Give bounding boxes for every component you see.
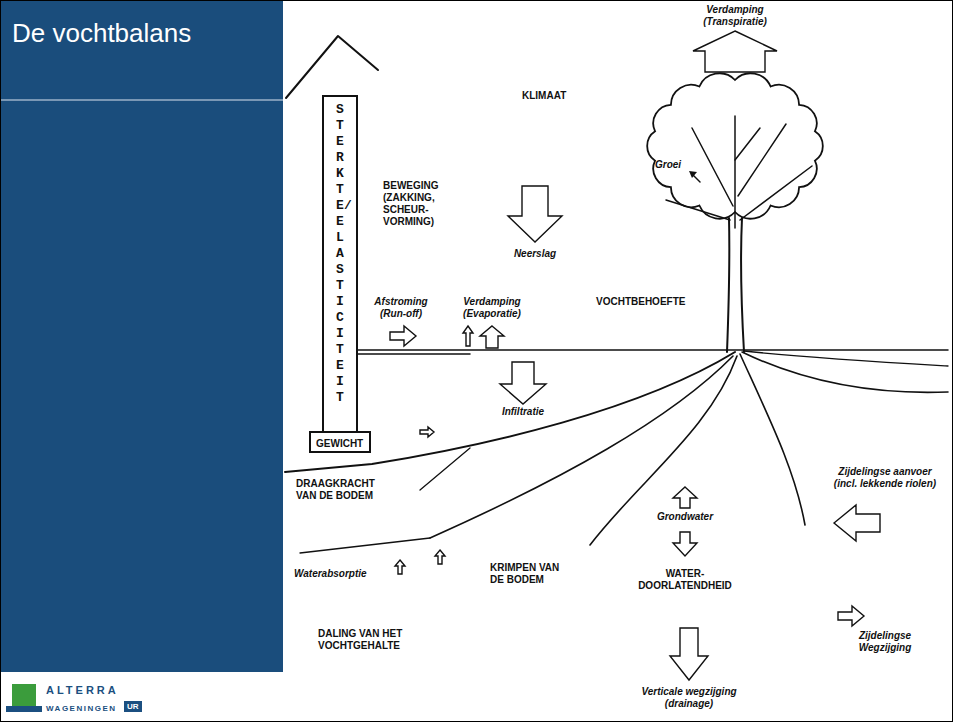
logo-text: WAGENINGEN <box>46 703 117 715</box>
tree-root <box>744 351 948 366</box>
roof-line <box>286 36 378 98</box>
evaporation-arrow <box>463 326 473 346</box>
tree-root <box>742 352 948 392</box>
title-rule <box>0 100 283 101</box>
factor-label: DRAAGKRACHT VAN DE BODEM <box>296 478 388 502</box>
vertical-label: STERKTE/ELASTICITEIT <box>336 102 344 406</box>
tree-branch <box>692 128 733 206</box>
factor-label: DALING VAN HET VOCHTGEHALTE <box>318 628 418 652</box>
flow-label: Zijdelingse aanvoer (incl. lekkende riol… <box>830 466 940 490</box>
side-panel <box>0 0 283 672</box>
factor-label: KLIMAAT <box>522 90 566 102</box>
tree-branch <box>738 124 786 196</box>
factor-label: KRIMPEN VAN DE BODEM <box>490 562 570 586</box>
absorption-arrow <box>420 427 434 437</box>
tree-branch <box>735 128 760 160</box>
flow-label: Verdamping (Transpiratie) <box>690 4 780 28</box>
drainage-arrow <box>670 628 708 680</box>
growth-arrowhead <box>689 171 697 178</box>
runoff-arrow <box>390 326 416 346</box>
tree-root <box>740 354 805 525</box>
crown-outline <box>647 73 823 218</box>
pipe-line <box>358 353 470 355</box>
flow-label: Afstroming (Run-off) <box>366 296 436 320</box>
infiltration-arrow <box>500 362 546 404</box>
tree-branch <box>740 166 812 220</box>
lateral-supply-arrow <box>834 505 880 541</box>
logo-text: ALTERRA <box>46 684 119 696</box>
absorption-arrow <box>435 550 445 564</box>
factor-label: WATER- DOORLATENDHEID <box>630 568 740 592</box>
tree-trunk <box>741 218 744 352</box>
flow-label: Zijdelingse Wegzijging <box>838 630 932 654</box>
logo-icon <box>12 684 36 706</box>
flow-label: Verticale wegzijging (drainage) <box>629 686 749 710</box>
box-label: GEWICHT <box>311 435 368 453</box>
tree-trunk <box>727 218 729 352</box>
flow-label: Grondwater <box>655 511 715 523</box>
crown-outline <box>640 66 830 226</box>
weight-box: GEWICHT <box>309 431 371 453</box>
tree-root <box>590 356 737 545</box>
logo-bar <box>6 706 42 712</box>
flow-label: Infiltratie <box>493 406 553 418</box>
groundwater-up-arrow <box>673 487 697 508</box>
groundwater-down-arrow <box>673 532 697 556</box>
tree-root <box>420 448 470 490</box>
flow-label: Verdamping (Evaporatie) <box>452 296 532 320</box>
tree-branch <box>666 200 730 220</box>
flow-label: Waterabsorptie <box>294 568 367 580</box>
tree-root <box>300 538 430 553</box>
wall-column: STERKTE/ELASTICITEIT <box>322 95 358 433</box>
ground-line <box>358 349 948 351</box>
slide-title: De vochtbalans <box>12 18 191 48</box>
factor-label: VOCHTBEHOEFTE <box>596 296 685 308</box>
evaporation-arrow <box>480 326 504 348</box>
tree-root <box>430 356 733 538</box>
tree-crown: Groei <box>640 66 830 226</box>
factor-label: BEWEGING (ZAKKING, SCHEUR- VORMING) <box>383 180 455 228</box>
growth-label: Groei <box>655 159 681 171</box>
absorption-arrow <box>395 560 405 574</box>
transpiration-arrow <box>693 31 777 72</box>
precipitation-arrow <box>508 186 562 242</box>
flow-label: Neerslag <box>505 248 565 260</box>
lateral-seepage-arrow <box>838 606 864 626</box>
logo-badge: UR <box>124 701 142 712</box>
